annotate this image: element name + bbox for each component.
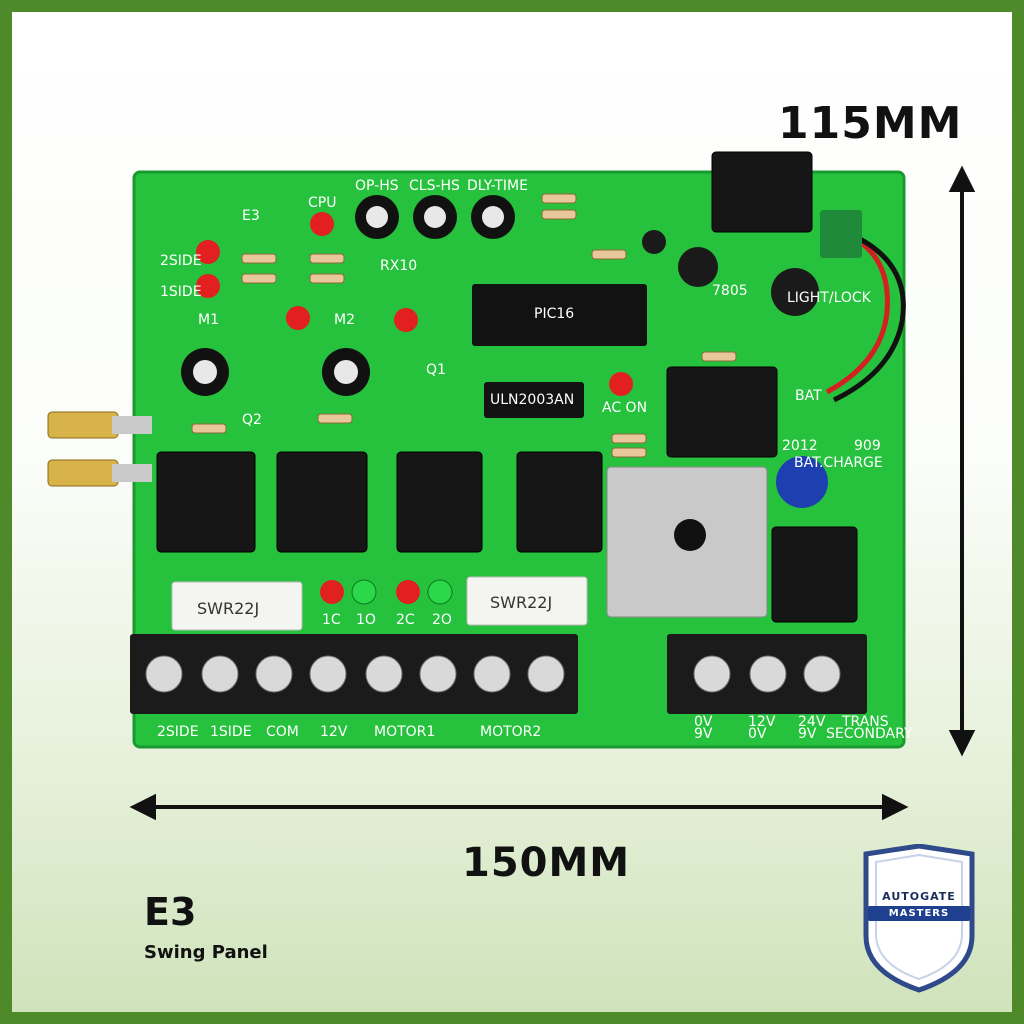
leds [196,212,633,605]
q2-label: Q2 [242,412,262,428]
m1-label: M1 [198,312,219,328]
terminal-label-motor1: MOTOR1 [374,724,435,740]
width-dimension-label: 150MM [462,840,631,886]
main-ic [472,284,647,346]
light-lock-label: LIGHT/LOCK [787,290,872,306]
led-label-1c: 1C [322,612,341,628]
potentiometers [181,195,515,396]
rx-label: RX10 [380,258,417,274]
terminal-label-12v: 12V [320,724,348,740]
main-ic-label: PIC16 [534,306,574,322]
secondary-label-9v-a: 9V [694,726,713,742]
secondary-label-0v-b: 0V [748,726,767,742]
secondary-label-0v-a: 0V [694,714,713,730]
board-label: E3 [242,208,260,224]
regulator-label: 7805 [712,283,748,299]
power-resistor-2-label: SWR22J [490,593,552,612]
control-board-photo: E3 CPU 2SIDE 1SIDE OP-HS CLS-HS DLY-TIME… [47,151,976,821]
ac-on-label: AC ON [602,400,647,416]
secondary-label-12v: 12V [748,714,776,730]
brand-name-line1: AUTOGATE [882,890,956,903]
height-dimension-label: 115MM [778,98,963,149]
brand-badge: AUTOGATE MASTERS [854,843,984,994]
relays [156,151,858,623]
side-label-1: 1SIDE [160,284,202,300]
pot-label-cls: CLS-HS [409,178,460,194]
terminal-label-2side: 2SIDE [157,724,199,740]
terminal-label-com: COM [266,724,299,740]
cpu-label: CPU [308,195,336,211]
side-label-2: 2SIDE [160,253,202,269]
capacitors [642,230,828,508]
driver-ic-label: ULN2003AN [490,392,574,408]
secondary-label-secondary: SECONDARY [826,726,913,742]
height-dimension-arrow [948,165,976,757]
product-model: E3 [144,890,197,934]
bat-charge-label: BAT.CHARGE [794,455,883,471]
led-label-1o: 1O [356,612,376,628]
terminal-label-1side: 1SIDE [210,724,252,740]
bat-label: BAT [795,388,822,404]
led-label-2o: 2O [432,612,452,628]
spade-connectors [47,411,152,487]
power-resistor-1 [171,581,303,631]
driver-ic [484,382,584,418]
secondary-label-trans: TRANS [841,714,889,730]
pot-label-op: OP-HS [355,178,399,194]
terminal-block-main [130,634,578,714]
q1-label: Q1 [426,362,446,378]
small-resistors [191,193,737,458]
led-label-2c: 2C [396,612,415,628]
wires [825,229,906,403]
m2-label: M2 [334,312,355,328]
pot-label-dly: DLY-TIME [467,178,528,194]
secondary-label-24v: 24V [798,714,826,730]
power-resistor-2 [466,576,588,626]
product-subtitle: Swing Panel [144,942,268,963]
relay-terminal [820,210,862,258]
secondary-label-9v-b: 9V [798,726,817,742]
power-resistor-1-label: SWR22J [197,599,259,618]
code-label: 909 [854,438,881,454]
brand-name-line2: MASTERS [868,906,970,921]
width-dimension-arrow [129,793,909,821]
terminal-block-secondary [667,634,867,714]
year-label: 2012 [782,438,818,454]
terminal-label-motor2: MOTOR2 [480,724,541,740]
